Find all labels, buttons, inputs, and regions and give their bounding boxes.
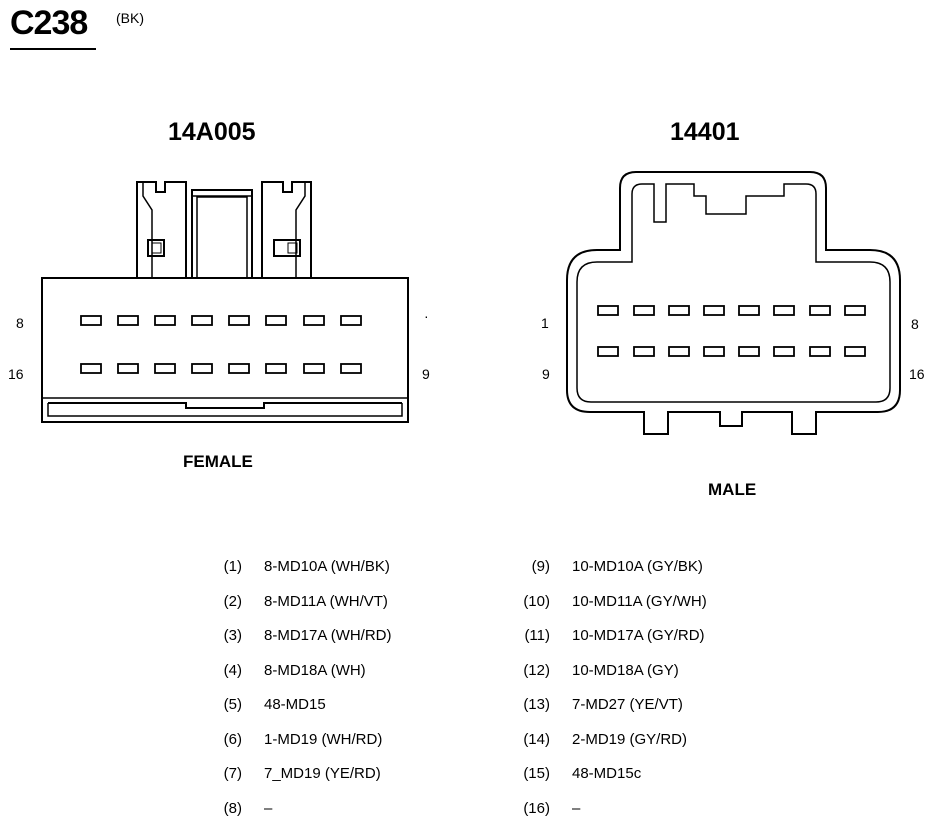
male-pin-cavity bbox=[844, 305, 866, 316]
pinout-row: (4) 8-MD18A (WH) bbox=[210, 662, 366, 679]
female-pin-cavity bbox=[154, 363, 176, 374]
pinout-circuit: 10-MD17A (GY/RD) bbox=[572, 627, 705, 644]
pinout-row: (3) 8-MD17A (WH/RD) bbox=[210, 627, 392, 644]
male-pin-cavity bbox=[597, 346, 619, 357]
male-pin-cavity bbox=[773, 346, 795, 357]
male-pin-cavity bbox=[633, 346, 655, 357]
pinout-row: (13) 7-MD27 (YE/VT) bbox=[510, 696, 683, 713]
pinout-pin-number: (9) bbox=[531, 558, 550, 575]
pinout-circuit: 7-MD27 (YE/VT) bbox=[572, 696, 683, 713]
pinout-pin-number: (10) bbox=[523, 592, 550, 610]
pinout-row: (16) – bbox=[510, 800, 580, 817]
pinout-pin-number: (12) bbox=[523, 661, 550, 679]
male-pin-cavity bbox=[773, 305, 795, 316]
pinout-row: (7) 7_MD19 (YE/RD) bbox=[210, 765, 381, 782]
female-pin-cavity bbox=[191, 315, 213, 326]
pinout-row: (10) 10-MD11A (GY/WH) bbox=[510, 592, 707, 610]
female-left-bottom-pin: 16 bbox=[8, 366, 24, 382]
pinout-circuit: – bbox=[572, 799, 581, 817]
pinout-circuit: 8-MD18A (WH) bbox=[264, 661, 366, 679]
pinout-row: (15) 48-MD15c bbox=[510, 765, 641, 782]
pinout-pin-number: (3) bbox=[223, 627, 242, 644]
female-pin-cavity bbox=[80, 315, 102, 326]
female-pin-cavity bbox=[228, 315, 250, 326]
female-pin-cavity bbox=[191, 363, 213, 374]
pinout-row: (9) 10-MD10A (GY/BK) bbox=[510, 558, 703, 575]
female-pin-cavity bbox=[117, 315, 139, 326]
female-pin-cavity bbox=[303, 315, 325, 326]
pinout-row: (1) 8-MD10A (WH/BK) bbox=[210, 558, 390, 575]
pinout-circuit: 2-MD19 (GY/RD) bbox=[572, 730, 688, 748]
pinout-row: (5) 48-MD15 bbox=[210, 696, 326, 713]
pinout-pin-number: (14) bbox=[523, 730, 550, 748]
male-pin-cavity bbox=[597, 305, 619, 316]
pinout-pin-number: (2) bbox=[223, 592, 242, 610]
pinout-circuit: 48-MD15c bbox=[572, 765, 642, 782]
male-right-top-pin: 8 bbox=[911, 316, 919, 332]
female-pin-cavity bbox=[80, 363, 102, 374]
female-pin-cavity bbox=[265, 363, 287, 374]
pinout-circuit: 8-MD10A (WH/BK) bbox=[264, 558, 390, 575]
pinout-pin-number: (4) bbox=[223, 661, 242, 679]
pinout-pin-number: (11) bbox=[524, 627, 550, 644]
male-pin-cavity bbox=[738, 346, 760, 357]
pinout-circuit: 8-MD11A (WH/VT) bbox=[264, 592, 388, 610]
pinout-pin-number: (8) bbox=[223, 799, 242, 817]
male-pin-cavity bbox=[844, 346, 866, 357]
pinout-row: (14) 2-MD19 (GY/RD) bbox=[510, 731, 687, 748]
male-pin-cavity bbox=[809, 346, 831, 357]
pinout-pin-number: (6) bbox=[223, 730, 242, 748]
connector-id: C238 bbox=[10, 4, 88, 42]
male-pin-cavity bbox=[703, 346, 725, 357]
pinout-circuit: 10-MD10A (GY/BK) bbox=[572, 558, 703, 575]
male-right-bottom-pin: 16 bbox=[909, 366, 925, 382]
pinout-pin-number: (7) bbox=[223, 765, 242, 782]
male-left-top-pin: 1 bbox=[541, 315, 549, 331]
male-pin-cavity bbox=[633, 305, 655, 316]
male-left-bottom-pin: 9 bbox=[542, 366, 550, 382]
female-pin-cavity bbox=[340, 315, 362, 326]
pinout-circuit: 8-MD17A (WH/RD) bbox=[264, 627, 392, 644]
male-pin-cavity bbox=[738, 305, 760, 316]
female-pin-cavity bbox=[265, 315, 287, 326]
female-label: FEMALE bbox=[183, 452, 253, 471]
male-connector-body bbox=[566, 171, 901, 435]
female-pin-cavity bbox=[154, 315, 176, 326]
pinout-pin-number: (13) bbox=[523, 696, 550, 713]
female-right-bottom-pin: 9 bbox=[422, 366, 430, 382]
male-pin-cavity bbox=[668, 346, 690, 357]
male-pin-cavity bbox=[668, 305, 690, 316]
male-pin-cavity bbox=[703, 305, 725, 316]
male-label: MALE bbox=[708, 480, 757, 499]
title-underline bbox=[10, 48, 96, 50]
pinout-pin-number: (1) bbox=[223, 558, 242, 575]
female-part-number: 14A005 bbox=[168, 118, 256, 146]
pinout-circuit: – bbox=[264, 799, 273, 817]
male-part-number: 14401 bbox=[670, 118, 740, 146]
female-pin-cavity bbox=[228, 363, 250, 374]
male-pin-cavity bbox=[809, 305, 831, 316]
pinout-row: (8) – bbox=[210, 799, 273, 817]
pinout-circuit: 1-MD19 (WH/RD) bbox=[264, 730, 383, 748]
female-pin-cavity bbox=[340, 363, 362, 374]
pinout-pin-number: (5) bbox=[223, 696, 242, 713]
female-left-top-pin: 8 bbox=[16, 315, 24, 331]
female-pin-cavity bbox=[303, 363, 325, 374]
pinout-circuit: 7_MD19 (YE/RD) bbox=[264, 765, 381, 782]
pinout-row: (6) 1-MD19 (WH/RD) bbox=[210, 730, 383, 748]
pinout-circuit: 10-MD11A (GY/WH) bbox=[572, 592, 707, 610]
pinout-pin-number: (15) bbox=[523, 765, 550, 782]
connector-color-code: (BK) bbox=[116, 10, 144, 26]
female-connector-body bbox=[41, 181, 409, 423]
pinout-row: (11) 10-MD17A (GY/RD) bbox=[510, 627, 705, 644]
pinout-circuit: 10-MD18A (GY) bbox=[572, 661, 679, 679]
pinout-row: (2) 8-MD11A (WH/VT) bbox=[210, 593, 388, 610]
pinout-pin-number: (16) bbox=[523, 799, 550, 817]
female-right-top-mark: · bbox=[424, 308, 429, 324]
female-pin-cavity bbox=[117, 363, 139, 374]
pinout-circuit: 48-MD15 bbox=[264, 696, 326, 713]
pinout-row: (12) 10-MD18A (GY) bbox=[510, 661, 679, 679]
